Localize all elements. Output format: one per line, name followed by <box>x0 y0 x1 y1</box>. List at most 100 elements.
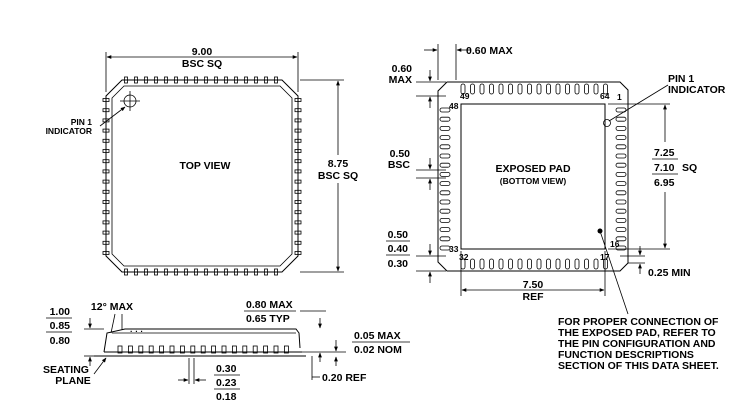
bottom-pin <box>489 83 494 95</box>
sv-angle-line-1 <box>110 313 116 334</box>
bv-lead-nom: 0.40 <box>388 243 409 255</box>
bottom-pin <box>508 83 513 95</box>
note-line-5: SECTION OF THIS DATA SHEET. <box>558 360 719 372</box>
bv-min-value: 0.25 MIN <box>648 267 691 279</box>
pin1-target-icon <box>120 91 140 111</box>
bv-top-max: 0.60 MAX <box>466 45 513 57</box>
bottom-pin <box>546 83 551 95</box>
bottom-pin <box>439 199 451 205</box>
bottom-view: PIN 1 INDICATOR EXPOSED PAD (BOTTOM VIEW… <box>386 44 726 372</box>
bv-lead-max: 0.50 <box>388 229 409 241</box>
bottom-pin <box>536 83 542 95</box>
bottom-pin <box>439 181 451 187</box>
bv-ref-value: 7.50 <box>523 279 544 291</box>
side-lead <box>221 345 227 354</box>
bottom-pin <box>527 83 532 95</box>
side-lead <box>273 345 279 354</box>
side-lead <box>117 345 123 354</box>
pin1-dot-icon <box>603 119 611 127</box>
top-pin1-label-1: PIN 1 <box>71 117 93 127</box>
bottom-pin <box>439 245 451 251</box>
bottom-pin <box>615 236 627 242</box>
bottom-pin <box>439 144 451 150</box>
side-lead <box>242 345 248 354</box>
bottom-pin <box>470 83 475 95</box>
sv-mold-max: 0.80 MAX <box>246 299 293 311</box>
bottom-pin <box>555 83 561 95</box>
sv-frame-ref: 0.20 REF <box>322 372 367 384</box>
side-lead <box>169 345 175 354</box>
side-view-body <box>103 328 301 353</box>
bv-pad-sq: SQ <box>682 162 697 174</box>
sv-mold-typ: 0.65 TYP <box>246 313 290 325</box>
bottom-pin <box>479 258 485 270</box>
top-view-body <box>105 79 299 273</box>
bottom-pin <box>439 162 451 168</box>
bottom-pin <box>615 107 627 113</box>
top-view: PIN 1 INDICATOR TOP VIEW 9.00 BSC SQ 8.7… <box>46 46 358 276</box>
bottom-pin <box>498 83 504 95</box>
bottom-view-pins <box>439 83 627 270</box>
bottom-pin <box>615 190 627 196</box>
bottom-pin <box>615 144 627 150</box>
bottom-pin <box>489 258 494 270</box>
bottom-pin <box>439 227 451 233</box>
bottom-pin <box>615 116 627 122</box>
pin-number-1: 1 <box>617 92 622 102</box>
pin-number-48: 48 <box>449 101 459 111</box>
bottom-pin <box>439 153 451 159</box>
bottom-pin <box>615 208 627 214</box>
sv-lw-min: 0.18 <box>216 391 237 403</box>
pad-label-1: EXPOSED PAD <box>495 163 570 175</box>
bottom-pin <box>615 162 627 168</box>
side-lead <box>179 345 185 354</box>
bv-pad-nom: 7.10 <box>654 162 675 174</box>
sv-seating-2: PLANE <box>55 375 91 387</box>
bottom-pin <box>517 83 523 95</box>
side-view: · · · 1.00 0.85 0.80 12° MAX SEATING PLA… <box>43 299 410 403</box>
bottom-pin <box>593 258 599 270</box>
pin-number-32: 32 <box>459 252 469 262</box>
bottom-view-body <box>437 81 629 272</box>
bottom-pin <box>439 217 451 223</box>
sv-lw-max: 0.30 <box>216 363 237 375</box>
bottom-pin <box>517 258 523 270</box>
bottom-pin <box>439 107 451 113</box>
bottom-pin <box>546 258 551 270</box>
side-lead <box>127 345 133 354</box>
bottom-pin <box>439 171 451 177</box>
bottom-pin <box>615 153 627 159</box>
exposed-pad <box>460 103 606 250</box>
bv-left-max-1: 0.60 <box>392 63 413 75</box>
bottom-pin <box>615 126 627 131</box>
bv-lead-min: 0.30 <box>388 258 409 270</box>
bottom-pin <box>584 258 589 270</box>
bottom-pin <box>498 258 504 270</box>
bottom-pin1-label-1: PIN 1 <box>668 73 694 85</box>
side-lead <box>190 345 196 354</box>
note-leader <box>599 230 629 315</box>
bv-pad-max: 7.25 <box>654 147 675 159</box>
bottom-pin <box>439 208 451 214</box>
bottom-pin <box>470 258 475 270</box>
bottom-pin <box>555 258 561 270</box>
bottom-pin <box>615 171 627 177</box>
bottom-pin1-leader <box>608 84 669 122</box>
bottom-pin <box>615 217 627 223</box>
pin-number-33: 33 <box>449 244 459 254</box>
side-lead <box>231 345 237 354</box>
top-view-label: TOP VIEW <box>180 160 231 172</box>
bottom-pin <box>460 83 466 95</box>
top-width-value: 9.00 <box>192 46 213 58</box>
bv-pitch-1: 0.50 <box>390 148 411 160</box>
pin-number-16: 16 <box>610 239 620 249</box>
note-line-4: FUNCTION DESCRIPTIONS <box>558 349 694 361</box>
bottom-pin <box>574 258 580 270</box>
sv-h-nom: 0.85 <box>50 320 71 332</box>
bottom-pin <box>584 83 589 95</box>
side-lead <box>263 345 269 354</box>
bottom-pin <box>615 227 627 233</box>
bottom-pin <box>603 258 608 270</box>
sv-standoff-max: 0.05 MAX <box>354 330 401 342</box>
